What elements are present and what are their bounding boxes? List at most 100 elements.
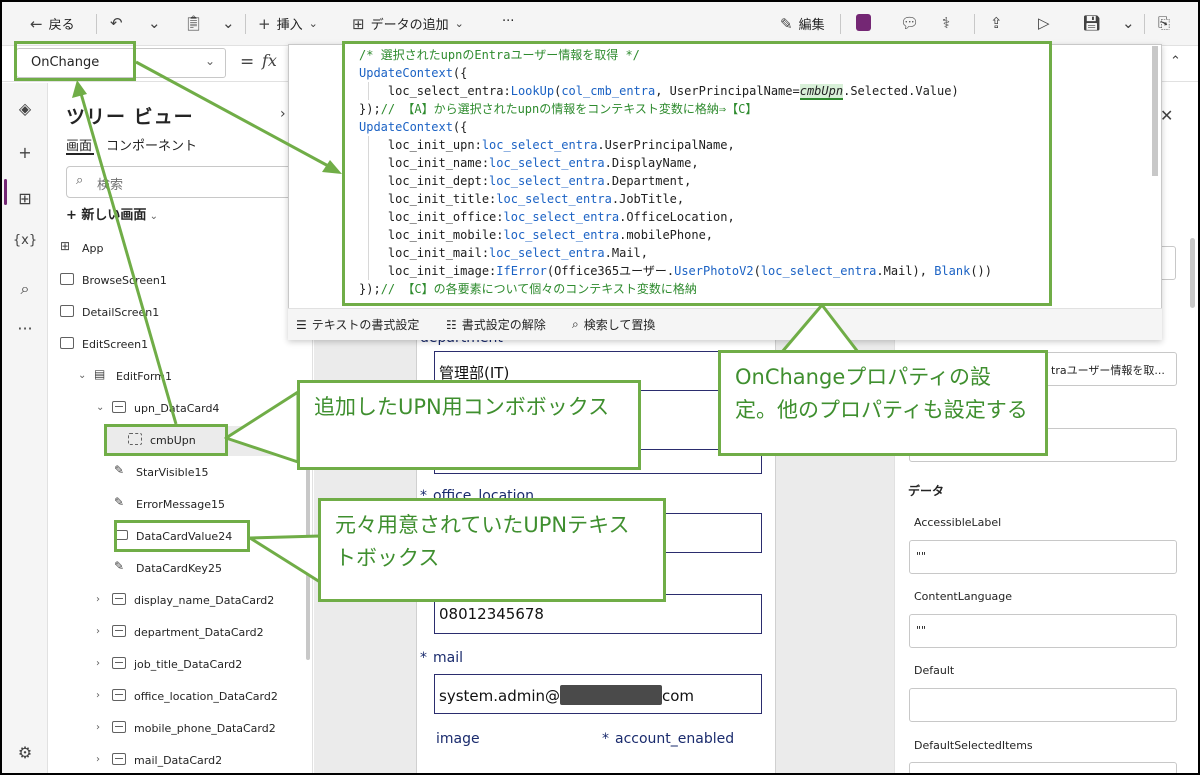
image-label: image	[436, 731, 480, 747]
code-line: loc_init_mobile:loc_select_entra.mobileP…	[359, 226, 1049, 244]
tree-item-starvisible15[interactable]: ✎StarVisible15	[50, 458, 308, 488]
tree-item-department-datacard2[interactable]: › department_DataCard2	[50, 618, 308, 648]
code-token: loc_init_office:	[359, 210, 504, 224]
code-token: UpdateContext	[359, 120, 453, 134]
chevron-up-icon[interactable]: ⌃	[1170, 54, 1181, 69]
card-icon	[112, 657, 126, 669]
code-line: UpdateContext({	[359, 64, 1049, 82]
tree-scrollbar[interactable]	[306, 400, 310, 660]
code-token: .Department,	[604, 174, 692, 188]
tree-item-datacardkey25[interactable]: ✎DataCardKey25	[50, 554, 308, 584]
code-token: ())	[970, 264, 993, 278]
code-line: loc_init_name:loc_select_entra.DisplayNa…	[359, 154, 1049, 172]
clipboard-icon: 📋︎	[184, 14, 204, 32]
chevron-right-icon[interactable]: ›	[96, 722, 100, 733]
tree-item-errormessage15[interactable]: ✎ErrorMessage15	[50, 490, 308, 520]
tree-item-mobile-phone-datacard2[interactable]: ›mobile_phone_DataCard2	[50, 714, 308, 744]
add-data-button[interactable]: ⊞ データの追加 ⌄	[352, 14, 464, 34]
app-checker-button[interactable]	[856, 14, 871, 31]
back-button[interactable]: ← 戻る	[30, 14, 75, 34]
save-button[interactable]: 💾︎	[1082, 14, 1101, 32]
formula-editor-scrollbar[interactable]	[1152, 46, 1158, 176]
default-selected-items-name: DefaultSelectedItems	[914, 739, 1033, 752]
code-token: loc_init_mail:	[359, 246, 490, 260]
chevron-down-icon: ⌄	[308, 17, 318, 30]
format-text-icon: ☰	[296, 317, 307, 332]
tree-item-mail-datacard2[interactable]: ›mail_DataCard2	[50, 746, 308, 775]
more-icon[interactable]: ···	[17, 319, 33, 338]
code-token: .OfficeLocation,	[619, 210, 735, 224]
insert-button[interactable]: + 挿入 ⌄	[258, 14, 318, 34]
share-button[interactable]: ⇪	[990, 14, 1003, 32]
health-button[interactable]: ⚕	[942, 14, 950, 32]
paste-button[interactable]: 📋︎	[184, 14, 203, 32]
tree-item-label: ErrorMessage15	[136, 498, 226, 511]
property-name: OnChange	[31, 55, 100, 70]
chevron-right-icon[interactable]: ›	[96, 658, 100, 669]
variables-icon[interactable]: {x}	[12, 233, 38, 248]
remove-format-button[interactable]: ☷書式設定の解除	[446, 316, 546, 333]
code-token: loc_select_entra	[481, 138, 598, 152]
chevron-down-icon: ⌄	[454, 17, 464, 30]
undo-icon: ↶	[110, 14, 123, 32]
tree-item-office-location-datacard2[interactable]: › office_location_DataCard2	[50, 682, 308, 712]
gear-icon[interactable]: ⚙	[17, 743, 33, 762]
code-token: IfError	[496, 264, 547, 278]
layers-icon[interactable]: ◈	[18, 99, 32, 118]
search-icon: ⌕	[572, 317, 579, 331]
paste-dropdown[interactable]: ⌄	[222, 14, 235, 32]
find-replace-button[interactable]: ⌕ 検索して置換	[572, 316, 655, 333]
callout-textbox: 元々用意されていたUPNテキストボックス	[318, 498, 666, 602]
code-line: loc_init_mail:loc_select_entra.Mail,	[359, 244, 1049, 262]
tree-item-label: department_DataCard2	[134, 626, 264, 639]
card-icon	[112, 721, 126, 733]
chevron-right-icon[interactable]: ›	[96, 626, 100, 637]
mail-label-text: mail	[433, 650, 463, 666]
undo-button[interactable]: ↶	[110, 14, 123, 32]
section-data-label: データ	[908, 484, 945, 498]
close-icon[interactable]: ✕	[1160, 106, 1174, 125]
remove-format-label: 書式設定の解除	[461, 318, 546, 332]
code-token: .UserPrincipalName,	[597, 138, 735, 152]
properties-scrollbar[interactable]	[1190, 238, 1195, 308]
code-token: LookUp	[510, 84, 555, 98]
mail-input[interactable]: system.admin@com	[434, 674, 762, 714]
chevron-right-icon[interactable]: ›	[96, 594, 100, 605]
play-button[interactable]: ▷	[1038, 14, 1050, 32]
content-language-input[interactable]: ""	[909, 614, 1177, 648]
code-token: loc_init_name:	[359, 156, 490, 170]
tree-item-label: office_location_DataCard2	[134, 690, 278, 703]
code-line: loc_init_title:loc_select_entra.JobTitle…	[359, 190, 1049, 208]
chevron-right-icon[interactable]: ›	[96, 690, 100, 701]
publish-icon: ⎘	[1158, 14, 1171, 32]
save-dropdown[interactable]: ⌄	[1122, 14, 1135, 32]
default-input[interactable]	[909, 688, 1177, 722]
account-enabled-text: account_enabled	[615, 731, 735, 747]
left-rail: ◈ + ⊞ {x} ⌕ ··· ⚙	[2, 83, 48, 773]
pencil-icon: ✎	[780, 14, 793, 33]
undo-dropdown[interactable]: ⌄	[148, 14, 161, 32]
plus-icon[interactable]: +	[18, 143, 32, 162]
code-token: Blank	[934, 264, 971, 278]
format-text-button[interactable]: ☰テキストの書式設定	[296, 316, 419, 333]
chevron-right-icon[interactable]: ›	[96, 754, 100, 765]
back-label: 戻る	[48, 18, 75, 33]
pencil-icon: ✎	[114, 463, 125, 477]
edit-button[interactable]: ✎ 編集	[780, 14, 825, 34]
more-button[interactable]: ···	[502, 14, 514, 29]
comments-button[interactable]: 💬︎	[900, 14, 919, 32]
code-line: loc_init_image:IfError(Office365ユーザー.Use…	[359, 262, 1049, 280]
search-icon[interactable]: ⌕	[20, 279, 30, 298]
formula-code[interactable]: /* 選択されたupnのEntraユーザー情報を取得 */UpdateConte…	[342, 41, 1052, 306]
publish-button[interactable]: ⎘	[1158, 14, 1170, 32]
accessible-label-input[interactable]: ""	[909, 540, 1177, 574]
tree-item-display-name-datacard2[interactable]: ›display_name_DataCard2	[50, 586, 308, 616]
find-replace-label: 検索して置換	[583, 318, 656, 332]
code-line: UpdateContext({	[359, 118, 1049, 136]
callout-onchange: OnChangeプロパティの設定。他のプロパティも設定する	[718, 350, 1048, 456]
chevron-down-icon: ⌄	[1122, 14, 1135, 32]
tree-item-job-title-datacard2[interactable]: ›job_title_DataCard2	[50, 650, 308, 680]
data-table-icon[interactable]: ⊞	[18, 189, 32, 208]
account-enabled-label: *account_enabled	[602, 731, 734, 747]
